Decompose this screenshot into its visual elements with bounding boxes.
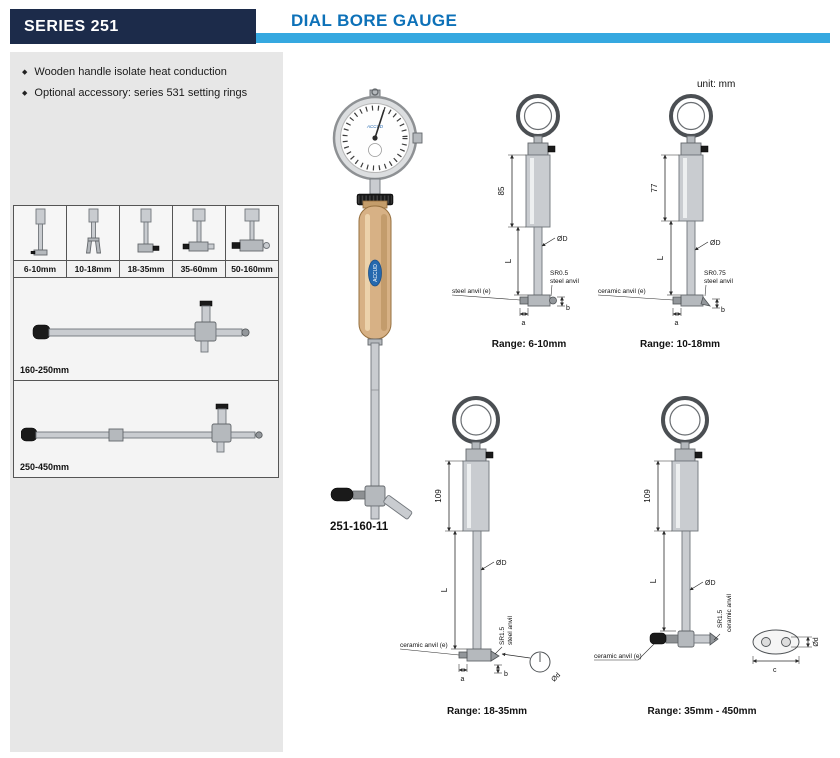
dim-outer-diameter: ØD xyxy=(710,240,721,247)
dim-height: 109 xyxy=(434,489,443,503)
dim-small-diameter: Ød xyxy=(550,672,562,684)
diagram-drawing-35-450: 109 ØD L ceramic anvil (e) SR1.5 ceramic… xyxy=(594,396,820,674)
unit-note: unit: mm xyxy=(697,79,736,90)
probe-illustration-6-10 xyxy=(14,206,66,260)
dim-b: b xyxy=(566,305,570,312)
features-list: ◆ Wooden handle isolate heat conduction … xyxy=(10,52,283,99)
dim-b: b xyxy=(721,307,725,314)
model-number: 251-160-11 xyxy=(330,521,389,533)
probe-range-label: 6-10mm xyxy=(14,260,66,277)
product-photo: ACCUD ACCUD xyxy=(305,88,445,524)
dim-a: a xyxy=(522,320,526,327)
range-caption: Range: 35mm - 450mm xyxy=(647,706,757,717)
diagram-10-18mm: 77 ØD L ceramic anvil (e) SR0.75 steel a… xyxy=(596,88,764,350)
dim-length: L xyxy=(504,258,513,263)
dim-height: 109 xyxy=(643,489,652,503)
dim-small-diameter: Ød xyxy=(813,637,820,646)
large-range-row-160-250: 160-250mm xyxy=(14,278,278,380)
feature-item: ◆ Wooden handle isolate heat conduction xyxy=(22,66,273,78)
series-badge: SERIES 251 xyxy=(10,9,256,44)
diagram-18-35mm: 109 ØD L ceramic anvil (e) SR1.5 steel a… xyxy=(398,390,576,717)
fixed-anvil-label: ceramic anvil (e) xyxy=(598,288,646,295)
fixed-anvil-label: ceramic anvil (e) xyxy=(400,642,448,649)
page-title: DIAL BORE GAUGE xyxy=(291,11,458,30)
left-panel: ◆ Wooden handle isolate heat conduction … xyxy=(10,52,283,752)
probe-range-label: 50-160mm xyxy=(226,260,278,277)
diamond-bullet-icon: ◆ xyxy=(22,69,28,76)
probe-illustration-10-18 xyxy=(67,206,119,260)
gauge-illustration-250-450 xyxy=(21,403,263,453)
probe-illustration-50-160 xyxy=(226,206,278,260)
dim-a: a xyxy=(675,320,679,327)
dim-c: c xyxy=(773,667,777,674)
large-range-label: 160-250mm xyxy=(20,365,70,375)
dim-a: a xyxy=(461,676,465,683)
probe-cell-10-18: 10-18mm xyxy=(67,206,119,277)
dim-outer-diameter: ØD xyxy=(557,236,568,243)
probe-cell-18-35: 18-35mm xyxy=(120,206,172,277)
feature-text: Wooden handle isolate heat conduction xyxy=(34,66,227,78)
range-caption: Range: 6-10mm xyxy=(491,339,567,350)
brand-logo-dial: ACCUD xyxy=(366,124,384,129)
large-range-row-250-450: 250-450mm xyxy=(14,381,278,477)
dim-length: L xyxy=(656,255,665,260)
probe-illustration-18-35 xyxy=(120,206,172,260)
dim-length: L xyxy=(440,587,449,592)
feature-text: Optional accessory: series 531 setting r… xyxy=(34,87,248,99)
dim-height: 77 xyxy=(650,183,659,192)
probe-range-label: 10-18mm xyxy=(67,260,119,277)
dial-bore-gauge-illustration: ACCUD ACCUD xyxy=(330,88,423,520)
brand-logo-handle-oval xyxy=(368,259,382,287)
probe-cell-6-10: 6-10mm xyxy=(14,206,66,277)
range-caption: Range: 10-18mm xyxy=(639,339,721,350)
dim-outer-diameter: ØD xyxy=(705,580,716,587)
probe-range-label: 18-35mm xyxy=(120,260,172,277)
feature-item: ◆ Optional accessory: series 531 setting… xyxy=(22,87,273,99)
diagram-35-450mm: 109 ØD L ceramic anvil (e) SR1.5 ceramic… xyxy=(580,390,824,717)
dim-length: L xyxy=(649,578,658,583)
diamond-bullet-icon: ◆ xyxy=(22,90,28,97)
probe-illustration-35-60 xyxy=(173,206,225,260)
diagram-6-10mm: 85 ØD L steel anvil (e) SR0.5 steel anvi… xyxy=(450,88,608,350)
fixed-anvil-label: steel anvil (e) xyxy=(452,288,491,295)
dim-outer-diameter: ØD xyxy=(496,560,507,567)
diagram-drawing-6-10: 85 ØD L steel anvil (e) SR0.5 steel anvi… xyxy=(451,94,579,327)
range-caption: Range: 18-35mm xyxy=(446,706,528,717)
dim-height: 85 xyxy=(497,186,506,195)
tip-radius-label: SR0.5 xyxy=(550,270,568,277)
brand-logo-handle: ACCUD xyxy=(373,264,379,282)
accent-bar xyxy=(256,33,830,43)
diagram-drawing-10-18: 77 ØD L ceramic anvil (e) SR0.75 steel a… xyxy=(597,94,733,327)
dim-b: b xyxy=(504,671,508,678)
fixed-anvil-label: ceramic anvil (e) xyxy=(594,653,642,660)
probe-range-table: 6-10mm 10-18mm xyxy=(13,205,279,478)
probe-cell-35-60: 35-60mm xyxy=(173,206,225,277)
tip-material-label: steel anvil xyxy=(550,278,579,285)
diagram-drawing-18-35: 109 ØD L ceramic anvil (e) SR1.5 steel a… xyxy=(399,396,562,684)
gauge-illustration-160-250 xyxy=(32,300,250,353)
tip-material-label: ceramic anvil xyxy=(726,594,733,632)
tip-material-label: steel anvil xyxy=(507,616,514,645)
probe-range-label: 35-60mm xyxy=(173,260,225,277)
tip-radius-label: SR0.75 xyxy=(704,270,726,277)
tip-radius-label: SR1.5 xyxy=(499,627,506,645)
probe-cell-50-160: 50-160mm xyxy=(226,206,278,277)
tip-radius-label: SR1.5 xyxy=(717,610,724,628)
tip-material-label: steel anvil xyxy=(704,278,733,285)
large-range-label: 250-450mm xyxy=(20,462,70,472)
